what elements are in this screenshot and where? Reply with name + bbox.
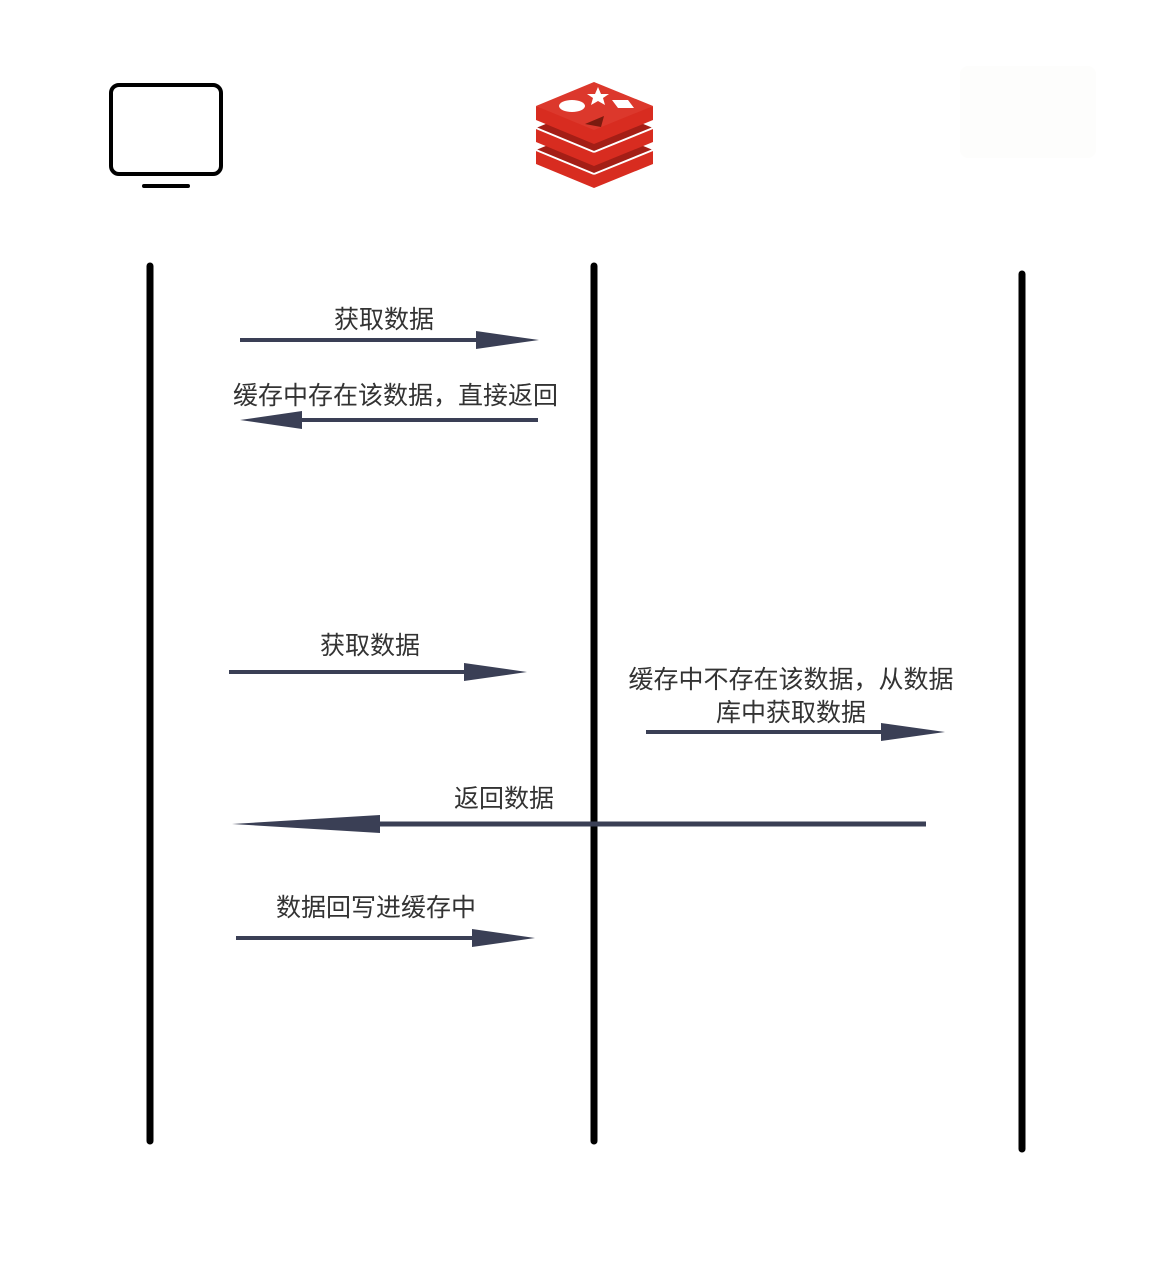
database-icon bbox=[960, 66, 1096, 158]
message-label: 返回数据 bbox=[454, 784, 555, 813]
arrow-msg-3 bbox=[229, 663, 527, 681]
arrow-msg-1 bbox=[240, 331, 539, 349]
message-label: 获取数据 bbox=[334, 305, 435, 334]
arrow-msg-5 bbox=[232, 815, 926, 833]
message-label: 缓存中存在该数据，直接返回 bbox=[233, 381, 559, 410]
message-label: 缓存中不存在该数据，从数据库中获取数据 bbox=[628, 665, 954, 727]
monitor-icon bbox=[109, 83, 223, 188]
message-label: 数据回写进缓存中 bbox=[276, 893, 477, 922]
arrow-msg-4 bbox=[646, 723, 945, 741]
redis-logo-icon bbox=[535, 82, 654, 188]
arrow-msg-6 bbox=[236, 929, 535, 947]
message-label: 获取数据 bbox=[320, 631, 421, 660]
arrow-msg-2 bbox=[240, 411, 538, 429]
